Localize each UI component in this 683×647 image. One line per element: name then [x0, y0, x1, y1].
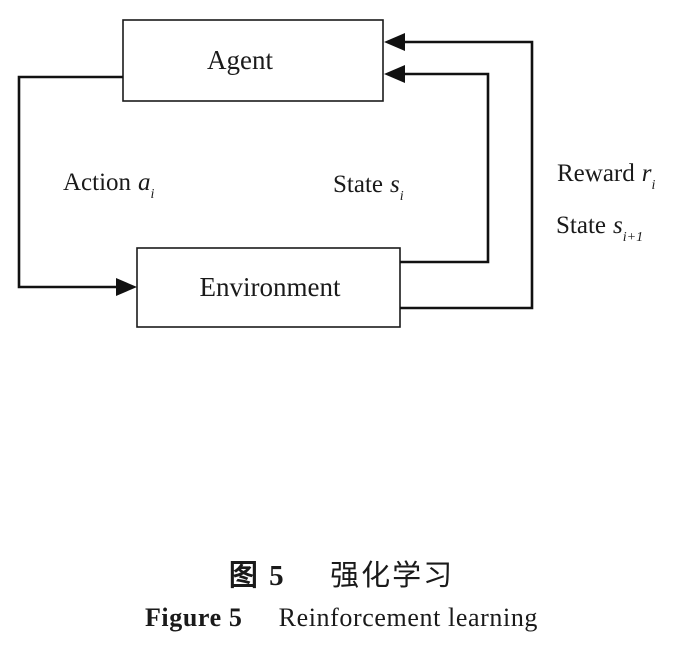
caption-chinese-text: 强化学习	[330, 560, 455, 592]
caption-english-label: Figure 5	[144, 603, 243, 632]
caption-english-text: Reinforcement learning	[278, 603, 539, 632]
reward-arrow-line	[400, 40, 534, 310]
action-arrow-line	[17, 75, 123, 289]
caption-chinese: 图 5 强化学习	[0, 552, 683, 594]
environment-label: Environment	[200, 272, 341, 302]
agent-box	[122, 19, 384, 102]
caption-chinese-label: 图 5	[228, 560, 286, 592]
state-arrow-line	[400, 72, 490, 264]
agent-label: Agent	[207, 45, 273, 75]
action-arrowhead	[116, 278, 137, 296]
state-arrowhead	[384, 65, 405, 83]
caption-english: Figure 5 Reinforcement learning	[0, 603, 683, 633]
reward-arrowhead	[384, 33, 405, 51]
environment-box	[136, 247, 401, 328]
